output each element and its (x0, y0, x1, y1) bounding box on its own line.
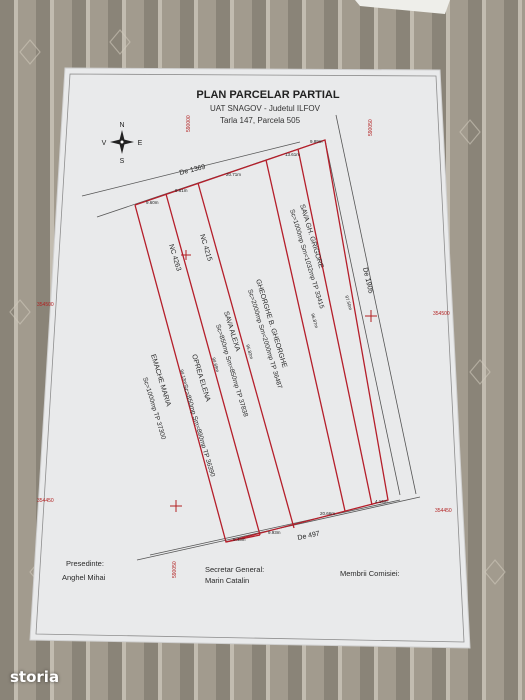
membrii-label: Membrii Comisiei: (340, 569, 400, 578)
coord-bottom: 590050 (172, 561, 178, 578)
compass-north: N (119, 122, 124, 129)
presedinte-label: Presedinte: (66, 559, 104, 568)
secretar-name: Marin Catalin (205, 576, 249, 585)
top-dim-2: 9.61m (175, 188, 188, 193)
side-dim-4: 96.87m (310, 313, 319, 329)
side-dimensions: 94.13m 94.69m 95.82m 96.87m 97.50m (179, 295, 353, 385)
compass-west: V (102, 140, 107, 147)
presedinte-name: Anghel Mihai (62, 573, 106, 582)
bottom-dimensions: 9.43m 9.93m 20.66m 4.16m (233, 499, 388, 542)
parcel-boundaries (134, 139, 389, 543)
top-dim-3: 20.71m (226, 172, 241, 177)
coordinate-labels: 590000 590050 354500 354500 354450 35445… (37, 115, 452, 578)
compass-rose: N S E V (102, 122, 143, 165)
tablecloth-diamonds (9, 29, 506, 585)
bottom-dim-4: 4.16m (375, 499, 388, 504)
document-frame (35, 73, 465, 643)
top-dim-5: 9.89m (310, 139, 323, 144)
compass-east: E (138, 140, 143, 147)
coord-low-left: 354450 (37, 498, 54, 504)
bottom-dim-3: 20.66m (320, 511, 335, 516)
bottom-dim-1: 9.43m (233, 537, 246, 542)
side-dim-5: 97.50m (344, 295, 353, 311)
side-dim-1: 94.13m (179, 369, 188, 385)
side-dim-2: 94.69m (211, 357, 220, 373)
coord-low-right: 354450 (435, 508, 452, 514)
secretar-label: Secretar General: (205, 565, 264, 574)
bottom-dim-2: 9.93m (268, 530, 281, 535)
plan-subtitle-2: Tarla 147, Parcela 505 (220, 116, 301, 125)
plan-subtitle-1: UAT SNAGOV - Judetul ILFOV (210, 104, 321, 113)
document-sheet (29, 67, 471, 649)
coord-top-right: 590050 (368, 119, 374, 136)
compass-south: S (120, 158, 125, 165)
coord-mid-right: 354500 (433, 311, 450, 317)
top-dim-1: 9.60m (146, 200, 159, 205)
road-bottom-label: De 497 (297, 530, 321, 542)
plan-title: PLAN PARCELAR PARTIAL (196, 89, 339, 101)
coord-top-left: 590000 (186, 115, 192, 132)
top-dim-4: 13.61m (285, 152, 300, 157)
top-dimensions: 9.60m 9.61m 20.71m 13.61m 9.89m (146, 139, 323, 205)
side-dim-3: 95.82m (245, 344, 254, 360)
coord-mid-left: 354500 (37, 302, 54, 308)
paper-corner-top (355, 0, 450, 14)
storia-watermark: storia (10, 668, 60, 686)
